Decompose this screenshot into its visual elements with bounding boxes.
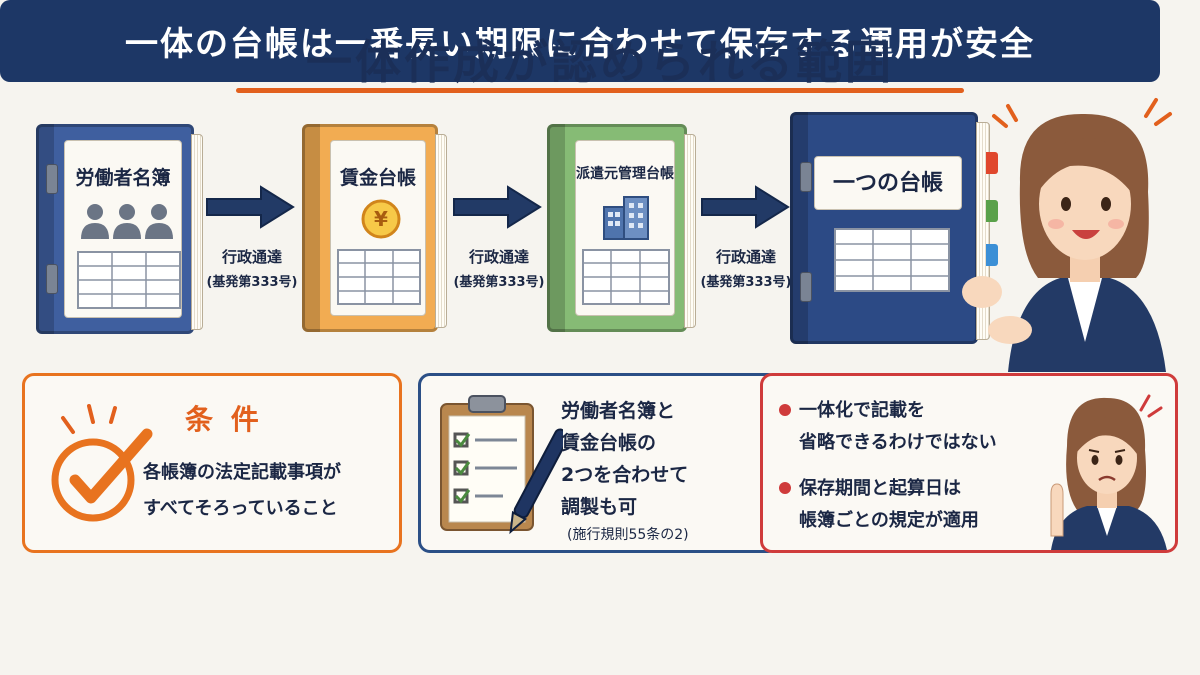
bullet-dot xyxy=(779,404,791,416)
book-label: 派遣元管理台帳 xyxy=(576,166,674,182)
clipboard-checklist-icon xyxy=(440,395,563,535)
caution-line: 保存期間と起算日は xyxy=(799,478,961,499)
summary-banner: 一体の台帳は一番長い期限に合わせて保存する運用が安全 xyxy=(0,0,1160,82)
middle-line: 2つを合わせて xyxy=(561,464,689,486)
title-underline xyxy=(236,88,964,93)
middle-line: 賃金台帳の xyxy=(561,432,657,454)
arrow-note: 行政通達 (基発第333号) xyxy=(700,248,792,290)
svg-text:¥: ¥ xyxy=(374,207,388,231)
condition-heading: 条 件 xyxy=(185,403,263,436)
yen-coin-icon: ¥ xyxy=(361,199,401,239)
index-tab xyxy=(986,152,998,174)
caution-line: 帳簿ごとの規定が適用 xyxy=(799,510,979,531)
caution-box: 一体化で記載を 省略できるわけではない 保存期間と起算日は 帳簿ごとの規定が適用 xyxy=(760,373,1178,553)
caution-line: 一体化で記載を xyxy=(799,400,925,421)
arrow-note: 行政通達 (基発第333号) xyxy=(453,248,545,290)
index-tab xyxy=(986,244,998,266)
middle-line: 労働者名簿と xyxy=(561,400,676,422)
checkmark-icon xyxy=(51,404,153,522)
middle-line: 調製も可 xyxy=(561,496,638,518)
flow-arrow xyxy=(453,185,542,229)
table-icon xyxy=(834,228,950,292)
office-building-icon xyxy=(603,196,649,240)
concerned-woman-illustration xyxy=(1050,394,1167,550)
flow-arrow xyxy=(206,185,295,229)
book-label: 労働者名簿 xyxy=(75,167,171,189)
book-label: 賃金台帳 xyxy=(339,167,416,189)
book-dispatch-ledger: 派遣元管理台帳 xyxy=(547,124,696,332)
index-tab xyxy=(986,200,998,222)
arrow-note: 行政通達 (基発第333号) xyxy=(206,248,298,290)
book-label: 一つの台帳 xyxy=(832,171,943,196)
condition-box: 条 件 各帳簿の法定記載事項が すべてそろっていること xyxy=(22,373,402,553)
book-wage-ledger: 賃金台帳 ¥ xyxy=(302,124,447,332)
combined-creation-box: 労働者名簿と 賃金台帳の 2つを合わせて 調製も可 (施行規則55条の2) xyxy=(418,373,780,553)
bullet-dot xyxy=(779,482,791,494)
table-icon xyxy=(582,249,670,305)
people-icon xyxy=(81,204,173,239)
condition-line: 各帳簿の法定記載事項が xyxy=(143,462,341,483)
condition-line: すべてそろっていること xyxy=(143,498,338,519)
page-title: 一体作成が認められる範囲 xyxy=(306,35,894,89)
book-worker-roster: 労働者名簿 xyxy=(36,124,203,334)
presenter-illustration xyxy=(962,98,1172,372)
table-icon xyxy=(77,251,181,309)
flow-arrow xyxy=(701,185,790,229)
book-title-plate: 一つの台帳 xyxy=(814,156,962,210)
caution-line: 省略できるわけではない xyxy=(799,432,997,453)
book-combined-ledger: 一つの台帳 xyxy=(790,112,998,344)
middle-note: (施行規則55条の2) xyxy=(567,527,689,543)
table-icon xyxy=(337,249,421,305)
